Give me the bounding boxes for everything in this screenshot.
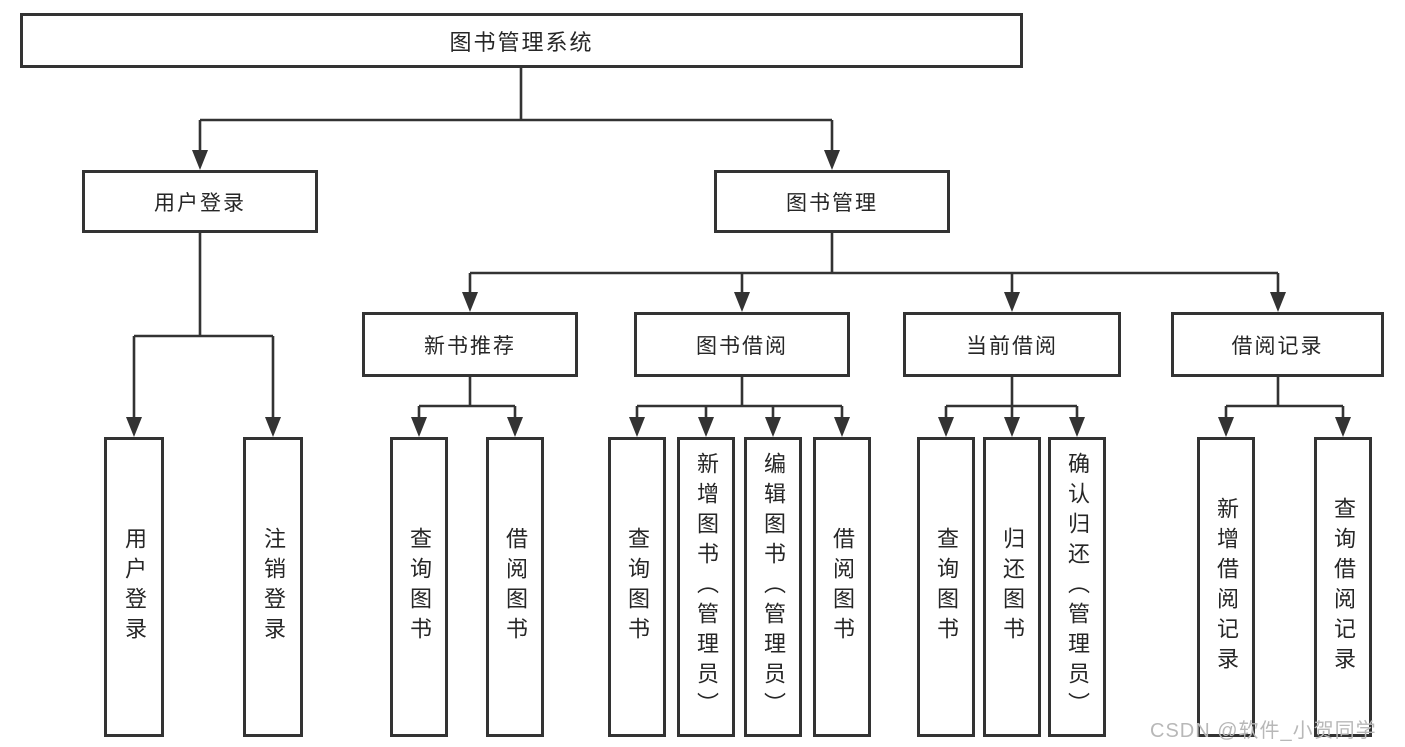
arrowhead-icon (462, 292, 478, 312)
node-logout: 注销登录 (243, 437, 303, 737)
arrowhead-icon (1004, 292, 1020, 312)
node-root-system: 图书管理系统 (20, 13, 1023, 68)
node-nbr-borrow-books: 借阅图书 (486, 437, 544, 737)
arrowhead-icon (126, 417, 142, 437)
node-user-login-action: 用户登录 (104, 437, 164, 737)
arrowhead-icon (938, 417, 954, 437)
node-user-login: 用户登录 (82, 170, 318, 233)
node-label: 借阅图书 (503, 527, 528, 647)
arrowhead-icon (1218, 417, 1234, 437)
node-label: 查询图书 (934, 527, 959, 647)
arrowhead-icon (1270, 292, 1286, 312)
node-current-borrow: 当前借阅 (903, 312, 1121, 377)
node-borrow-records: 借阅记录 (1171, 312, 1384, 377)
node-bb-add-books-admin: 新增图书（管理员） (677, 437, 735, 737)
arrowhead-icon (629, 417, 645, 437)
node-label: 新增借阅记录 (1214, 497, 1239, 677)
arrowhead-icon (734, 292, 750, 312)
node-label: 归还图书 (1000, 527, 1025, 647)
node-label: 查询图书 (407, 527, 432, 647)
arrowhead-icon (698, 417, 714, 437)
node-br-add-borrow-record: 新增借阅记录 (1197, 437, 1255, 737)
arrowhead-icon (765, 417, 781, 437)
arrowhead-icon (1004, 417, 1020, 437)
node-label: 确认归还（管理员） (1065, 452, 1090, 722)
node-bb-edit-books-admin: 编辑图书（管理员） (744, 437, 802, 737)
arrowhead-icon (824, 150, 840, 170)
arrowhead-icon (1069, 417, 1085, 437)
node-cb-return-books: 归还图书 (983, 437, 1041, 737)
arrowhead-icon (265, 417, 281, 437)
node-label: 编辑图书（管理员） (761, 452, 786, 722)
node-br-query-borrow-record: 查询借阅记录 (1314, 437, 1372, 737)
csdn-watermark: CSDN @软件_小贺同学 (1150, 720, 1377, 742)
arrowhead-icon (192, 150, 208, 170)
node-label: 新增图书（管理员） (694, 452, 719, 722)
node-label: 借阅图书 (830, 527, 855, 647)
arrowhead-icon (1335, 417, 1351, 437)
node-cb-query-books: 查询图书 (917, 437, 975, 737)
node-book-borrow: 图书借阅 (634, 312, 850, 377)
node-label: 用户登录 (122, 527, 147, 647)
node-book-management: 图书管理 (714, 170, 950, 233)
arrowhead-icon (834, 417, 850, 437)
arrowhead-icon (411, 417, 427, 437)
node-bb-borrow-books: 借阅图书 (813, 437, 871, 737)
node-label: 注销登录 (261, 527, 286, 647)
node-new-book-recommend: 新书推荐 (362, 312, 578, 377)
node-cb-confirm-return-admin: 确认归还（管理员） (1048, 437, 1106, 737)
arrowhead-icon (507, 417, 523, 437)
node-nbr-query-books: 查询图书 (390, 437, 448, 737)
node-label: 查询图书 (625, 527, 650, 647)
node-bb-query-books: 查询图书 (608, 437, 666, 737)
node-label: 查询借阅记录 (1331, 497, 1356, 677)
